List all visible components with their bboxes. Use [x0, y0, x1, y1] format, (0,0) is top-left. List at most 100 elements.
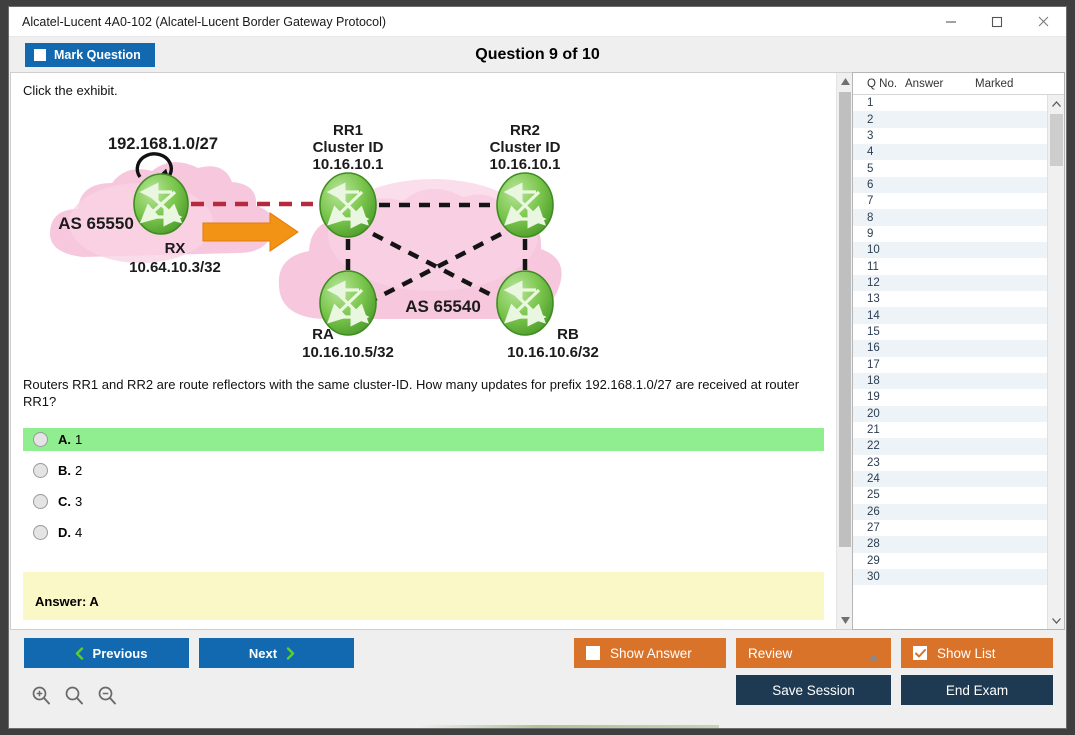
zoom-in-icon[interactable] — [31, 685, 51, 705]
end-exam-button[interactable]: End Exam — [901, 675, 1053, 705]
router-rr1 — [319, 172, 377, 238]
question-list-scrollbar[interactable] — [1047, 95, 1064, 629]
question-list-row[interactable]: 30 — [853, 568, 1047, 586]
exhibit-as-65550-label: AS 65550 — [58, 214, 134, 233]
question-list-row[interactable]: 20 — [853, 405, 1047, 422]
option-a-radio[interactable] — [33, 432, 48, 447]
option-a-letter: A. — [58, 432, 71, 447]
minimize-button[interactable] — [928, 7, 974, 36]
header-bar: Mark Question Question 9 of 10 — [9, 37, 1066, 72]
row-question-number: 29 — [867, 554, 880, 567]
row-question-number: 26 — [867, 505, 880, 518]
question-list-row[interactable]: 17 — [853, 357, 1047, 373]
question-list-row[interactable]: 19 — [853, 389, 1047, 405]
next-label: Next — [248, 645, 278, 661]
application-window: Alcatel-Lucent 4A0-102 (Alcatel-Lucent B… — [8, 6, 1067, 729]
question-list-row[interactable]: 1 — [853, 95, 1047, 111]
exhibit-rb-id: 10.16.10.6/32 — [507, 344, 599, 361]
list-scroll-up-arrow-icon[interactable] — [1048, 95, 1064, 112]
option-c-letter: C. — [58, 494, 71, 509]
question-list-row[interactable]: 11 — [853, 258, 1047, 274]
question-list-row[interactable]: 2 — [853, 111, 1047, 128]
question-list-row[interactable]: 21 — [853, 422, 1047, 438]
question-list-row[interactable]: 27 — [853, 520, 1047, 536]
question-pane-scroll-thumb[interactable] — [839, 92, 851, 547]
question-list-row[interactable]: 23 — [853, 455, 1047, 471]
row-question-number: 4 — [867, 146, 874, 159]
row-question-number: 18 — [867, 375, 880, 388]
show-answer-button[interactable]: Show Answer — [574, 638, 726, 668]
list-scroll-down-arrow-icon[interactable] — [1048, 612, 1064, 629]
row-question-number: 16 — [867, 342, 880, 355]
question-list-row[interactable]: 18 — [853, 372, 1047, 390]
save-session-button[interactable]: Save Session — [736, 675, 891, 705]
row-question-number: 24 — [867, 473, 880, 486]
question-list-row[interactable]: 9 — [853, 226, 1047, 242]
question-list-row[interactable]: 8 — [853, 209, 1047, 226]
question-list-row[interactable]: 26 — [853, 503, 1047, 520]
question-pane-content: Click the exhibit. — [11, 73, 836, 629]
show-list-button[interactable]: Show List — [901, 638, 1053, 668]
scroll-down-arrow-icon[interactable] — [837, 612, 852, 629]
close-button[interactable] — [1020, 7, 1066, 36]
question-list-row[interactable]: 4 — [853, 144, 1047, 161]
option-b-letter: B. — [58, 463, 71, 478]
row-question-number: 3 — [867, 129, 874, 142]
question-list-row[interactable]: 24 — [853, 470, 1047, 488]
question-list-row[interactable]: 3 — [853, 128, 1047, 144]
question-list-row[interactable]: 28 — [853, 536, 1047, 553]
option-c-radio[interactable] — [33, 494, 48, 509]
question-list-row[interactable]: 12 — [853, 274, 1047, 292]
question-list-row[interactable]: 15 — [853, 324, 1047, 340]
question-list-row[interactable]: 25 — [853, 487, 1047, 503]
maximize-button[interactable] — [974, 7, 1020, 36]
review-label: Review — [748, 645, 793, 661]
exhibit-diagram[interactable]: 192.168.1.0/27 AS 65550 RX 10.64.10.3/32… — [23, 107, 633, 362]
exhibit-rr2-name: RR2 — [510, 122, 540, 139]
option-b[interactable]: B. 2 — [23, 459, 824, 482]
question-pane-scrollbar[interactable] — [836, 73, 852, 629]
question-list-row[interactable]: 5 — [853, 160, 1047, 176]
row-question-number: 8 — [867, 211, 874, 224]
option-d[interactable]: D. 4 — [23, 521, 824, 544]
zoom-reset-icon[interactable] — [64, 685, 84, 705]
question-list-row[interactable]: 16 — [853, 340, 1047, 357]
option-c[interactable]: C. 3 — [23, 490, 824, 513]
question-list-row[interactable]: 10 — [853, 242, 1047, 259]
question-list-row[interactable]: 6 — [853, 176, 1047, 194]
row-question-number: 6 — [867, 178, 874, 191]
option-a[interactable]: A. 1 — [23, 428, 824, 451]
show-list-checkbox[interactable] — [913, 646, 927, 660]
exhibit-rr2-cluster-label: Cluster ID — [490, 139, 561, 156]
question-list-row[interactable]: 13 — [853, 291, 1047, 307]
show-answer-checkbox[interactable] — [586, 646, 600, 660]
question-list-scroll-thumb[interactable] — [1050, 114, 1063, 166]
question-list-row[interactable]: 29 — [853, 553, 1047, 569]
previous-button[interactable]: Previous — [24, 638, 189, 668]
option-b-radio[interactable] — [33, 463, 48, 478]
question-list-header: Q No. Answer Marked — [853, 73, 1064, 95]
next-button[interactable]: Next — [199, 638, 354, 668]
review-dropdown[interactable]: Review — [736, 638, 891, 668]
answer-explanation-box: Answer: A — [23, 572, 824, 620]
title-bar: Alcatel-Lucent 4A0-102 (Alcatel-Lucent B… — [9, 7, 1066, 37]
scroll-up-arrow-icon[interactable] — [837, 73, 852, 90]
question-list-row[interactable]: 14 — [853, 307, 1047, 324]
option-d-letter: D. — [58, 525, 71, 540]
question-list-row[interactable]: 22 — [853, 438, 1047, 455]
answer-options: A. 1 B. 2 C. 3 D. — [23, 428, 824, 544]
mark-question-button[interactable]: Mark Question — [25, 42, 155, 67]
exhibit-rx-name: RX — [165, 240, 186, 257]
column-header-marked: Marked — [975, 77, 1014, 90]
mark-question-checkbox[interactable] — [34, 48, 46, 61]
option-d-radio[interactable] — [33, 525, 48, 540]
row-question-number: 2 — [867, 113, 874, 126]
row-question-number: 17 — [867, 358, 880, 371]
chevron-left-icon — [73, 646, 86, 660]
zoom-out-icon[interactable] — [97, 685, 117, 705]
row-question-number: 21 — [867, 424, 880, 437]
question-list-row[interactable]: 7 — [853, 193, 1047, 209]
